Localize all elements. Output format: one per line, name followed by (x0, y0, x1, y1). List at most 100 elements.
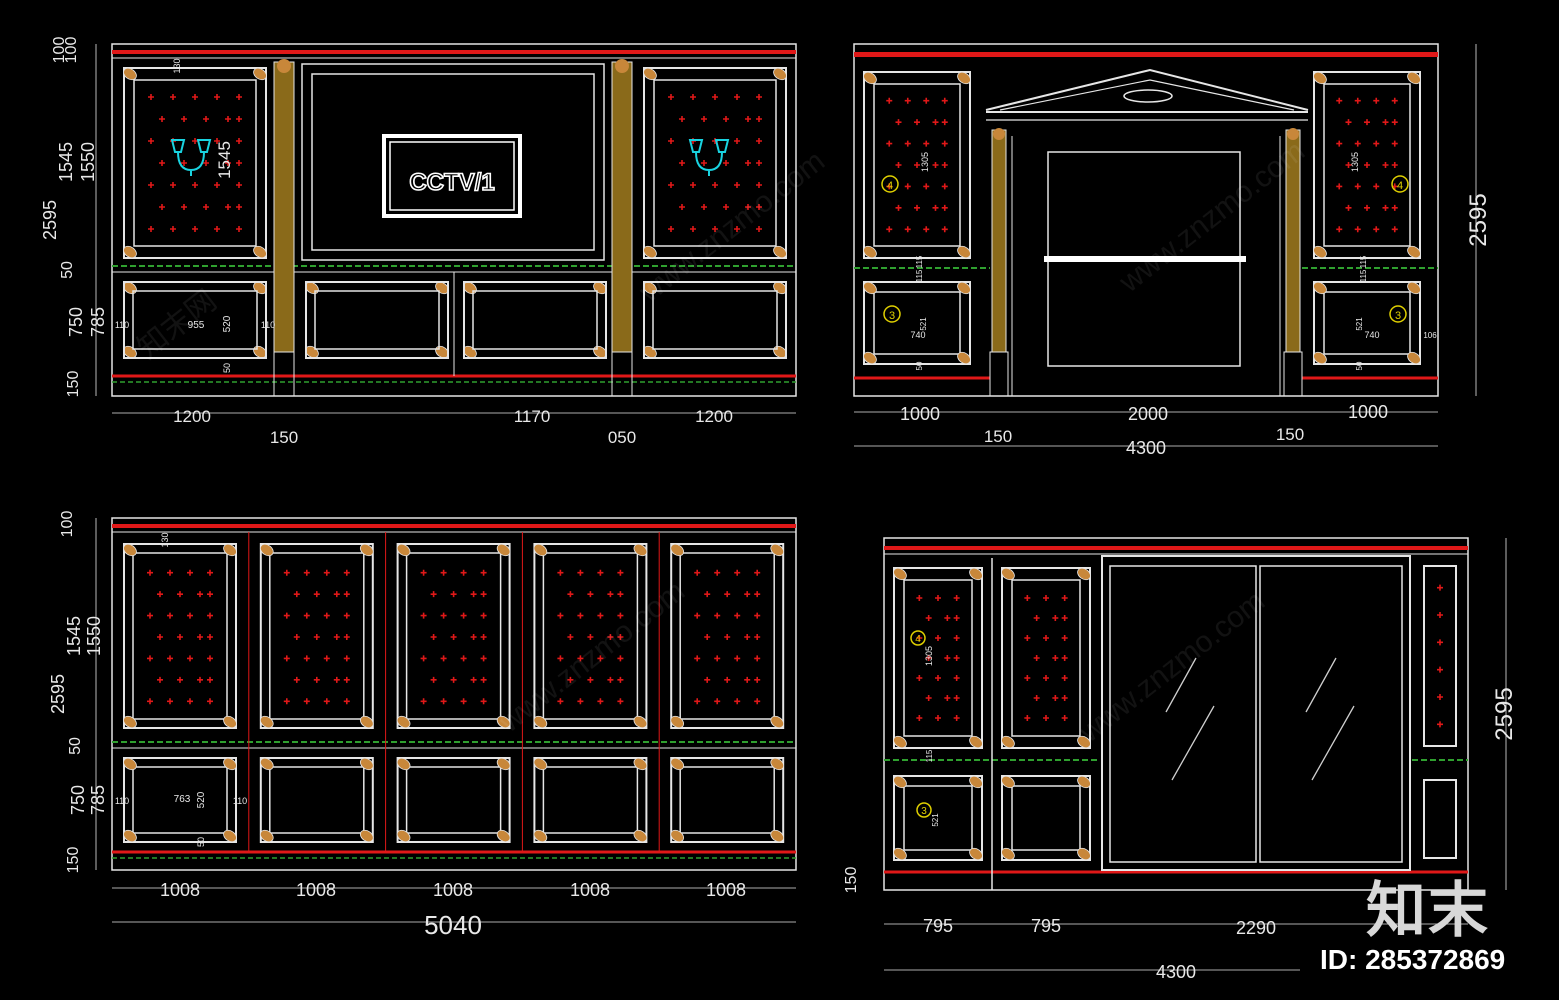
tuft-dot (940, 204, 949, 212)
tuft-dot (469, 590, 478, 598)
tuft-dot (1372, 182, 1381, 191)
corner-ornament (533, 829, 548, 843)
dim-text: 1008 (433, 880, 473, 900)
corner-ornament (253, 245, 267, 259)
capital-ornament-left (993, 128, 1005, 140)
tuft-dot (459, 654, 468, 663)
tufted-pattern (147, 93, 763, 233)
tuft-dot (753, 654, 762, 663)
dim-total: 5040 (424, 910, 482, 940)
tuft-dot (744, 203, 752, 211)
tuft-dot (449, 676, 458, 684)
tuft-dot (723, 676, 732, 684)
dim-text: 1200 (695, 407, 733, 426)
lower-wainscot-panels (123, 272, 787, 376)
dim-text: 521 (931, 813, 940, 827)
tuft-dot (903, 139, 912, 148)
tuft-dot (439, 697, 448, 706)
corner-ornament (969, 567, 983, 581)
lower-panel-3-frame (396, 757, 511, 843)
pilaster-base-left (273, 351, 295, 397)
tuft-dot (755, 181, 763, 189)
tuft-dot (292, 590, 301, 598)
tuft-dot (1051, 614, 1060, 622)
dim-text: 520 (196, 791, 207, 808)
corner-ornament (396, 543, 411, 557)
tuft-dot (156, 590, 164, 598)
tuft-dot (1032, 654, 1041, 662)
tv-wall-panel-outer (301, 63, 605, 261)
tuft-dot (700, 203, 708, 211)
upper-panel-left-inner (873, 83, 961, 247)
tuft-dot (342, 611, 351, 620)
tuft-dot (1032, 694, 1041, 702)
upper-panel-2-inner (1011, 579, 1081, 737)
tuft-dot (419, 568, 428, 577)
tuft-dot (146, 697, 154, 706)
lower-panel-left-frame (863, 281, 971, 365)
tuft-dot (332, 590, 341, 598)
tuft-dot (940, 182, 949, 191)
corner-ornament (533, 543, 548, 557)
dim-text: 785 (88, 307, 108, 337)
tuft-dot (1436, 583, 1444, 592)
wall-outline (853, 43, 1439, 397)
tuft-dot (206, 611, 214, 620)
dim-text: 1305 (920, 152, 930, 172)
tuft-dot (1390, 225, 1399, 234)
tuft-dot (713, 611, 722, 620)
tuft-dot (1042, 714, 1050, 722)
tuft-dot (169, 93, 177, 101)
wall-outline (111, 43, 797, 397)
tuft-dot (924, 694, 933, 702)
tuft-dot (206, 697, 214, 706)
lower-panel-1-inner (903, 785, 973, 851)
tuft-dot (282, 611, 291, 620)
tuft-dot (479, 697, 488, 706)
tuft-dot (1363, 161, 1371, 169)
tuft-dot (1372, 96, 1381, 105)
corner-ornament (893, 735, 907, 749)
tuft-dot (202, 115, 210, 123)
dim-text: 110 (115, 796, 129, 806)
tuft-dot (459, 611, 468, 620)
tuft-dot (1023, 634, 1032, 642)
tuft-dot (146, 654, 154, 663)
elevation-tv-wall: CCTV/1 1200 150 1170 050 1200 100 100 15… (40, 37, 797, 447)
tuft-dot (419, 611, 428, 620)
tuft-dot (606, 676, 615, 684)
dim-text: 115 (925, 749, 934, 762)
tuft-dot (449, 633, 458, 641)
arch-pediment (985, 68, 1309, 111)
tuft-dot (689, 225, 697, 233)
lower-panel-5-inner (679, 766, 775, 834)
tuft-dot (302, 611, 311, 620)
corner-ornament (359, 829, 374, 843)
tuft-dot (1060, 714, 1069, 722)
corner-ornament (1407, 245, 1421, 259)
corner-ornament (670, 543, 685, 557)
tuft-dot (943, 654, 952, 662)
tuft-dot (1353, 96, 1362, 105)
tuft-dot (166, 697, 174, 706)
tuft-dot (952, 714, 961, 722)
tuft-dot (915, 674, 924, 682)
tuft-dot (934, 594, 942, 602)
tuft-dot (733, 654, 742, 663)
tuft-dot (922, 225, 931, 234)
tuft-dot (158, 159, 166, 167)
corner-ornament (123, 829, 137, 843)
tuft-dot (566, 590, 575, 598)
tuft-dot (156, 633, 164, 641)
tuft-dot (479, 633, 488, 641)
detail-markers: 4 3 (910, 630, 932, 818)
tuft-dot (1381, 204, 1390, 212)
dim-text: 740 (1364, 330, 1379, 340)
corner-ornament (223, 829, 237, 843)
lower-panel-2-frame (305, 281, 449, 359)
pilaster-left (273, 61, 295, 353)
tuft-dot (1042, 634, 1050, 642)
dim-text: 1000 (1348, 402, 1388, 422)
tuft-dot (1042, 674, 1050, 682)
tufted-pattern (915, 583, 1444, 729)
